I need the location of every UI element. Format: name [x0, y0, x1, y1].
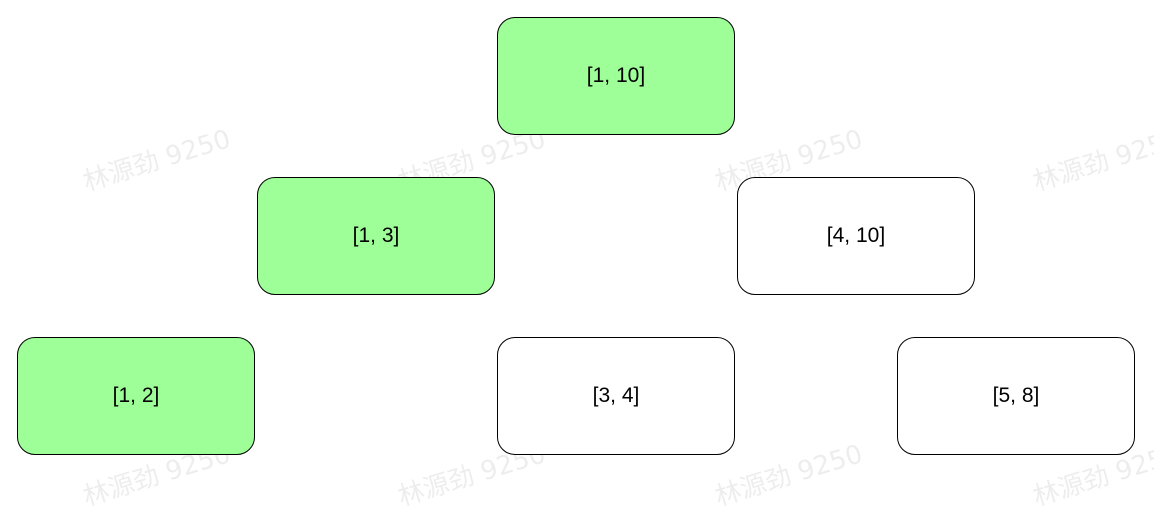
node-label: [3, 4] — [592, 384, 640, 407]
node-label: [1, 2] — [112, 384, 160, 407]
node-label: [1, 10] — [586, 64, 646, 87]
tree-node-left-right: [3, 4] — [497, 337, 735, 455]
tree-node-right: [4, 10] — [737, 177, 975, 295]
diagram-canvas: 林源劲 9250 林源劲 9250 林源劲 9250 林源劲 9250 林源劲 … — [17, 17, 1154, 513]
tree-node-left-left: [1, 2] — [17, 337, 255, 455]
watermark-text: 林源劲 9250 — [79, 124, 235, 198]
watermark-text: 林源劲 9250 — [1029, 124, 1154, 198]
node-label: [1, 3] — [352, 224, 400, 247]
node-label: [5, 8] — [992, 384, 1040, 407]
tree-node-root: [1, 10] — [497, 17, 735, 135]
node-label: [4, 10] — [826, 224, 886, 247]
tree-node-left: [1, 3] — [257, 177, 495, 295]
tree-node-right-child: [5, 8] — [897, 337, 1135, 455]
watermark-text: 林源劲 9250 — [711, 439, 867, 513]
